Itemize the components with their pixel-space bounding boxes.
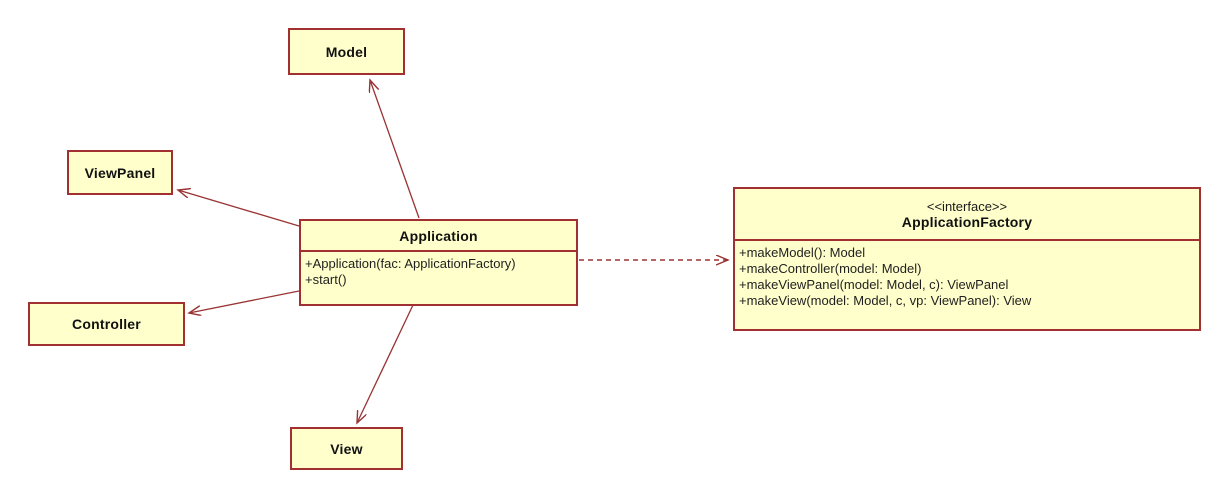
class-name-view: View <box>330 440 363 457</box>
application-title-compartment: Application <box>301 221 576 250</box>
arrow-application-to-model <box>370 80 420 219</box>
class-box-application[interactable]: Application +Application(fac: Applicatio… <box>299 219 578 306</box>
application-methods-compartment: +Application(fac: ApplicationFactory) +s… <box>301 250 576 290</box>
arrow-application-to-view <box>357 304 414 423</box>
class-box-model[interactable]: Model <box>288 28 405 75</box>
class-name-viewpanel: ViewPanel <box>84 164 156 181</box>
class-box-view[interactable]: View <box>290 427 403 470</box>
method-makecontroller: +makeController(model: Model) <box>739 261 922 276</box>
method-makeview: +makeView(model: Model, c, vp: ViewPanel… <box>739 293 1032 308</box>
method-application-start: +start() <box>305 272 347 287</box>
method-makemodel: +makeModel(): Model <box>739 245 866 260</box>
class-name-application: Application <box>399 227 478 244</box>
arrow-application-to-viewpanel <box>178 190 300 227</box>
method-makeviewpanel: +makeViewPanel(model: Model, c): ViewPan… <box>739 277 1009 292</box>
class-name-controller: Controller <box>72 316 141 332</box>
class-name-applicationfactory: ApplicationFactory <box>901 213 1033 230</box>
arrow-application-to-controller <box>189 290 300 313</box>
class-box-controller[interactable]: Controller <box>28 302 185 346</box>
factory-title-compartment: <<interface>> ApplicationFactory <box>735 189 1199 239</box>
class-box-applicationfactory[interactable]: <<interface>> ApplicationFactory +makeMo… <box>733 187 1201 331</box>
interface-stereotype-label: <<interface>> <box>926 198 1008 214</box>
class-name-model: Model <box>325 43 368 60</box>
class-box-viewpanel[interactable]: ViewPanel <box>67 150 173 195</box>
method-application-constructor: +Application(fac: ApplicationFactory) <box>305 256 516 271</box>
factory-methods-compartment: +makeModel(): Model +makeController(mode… <box>735 239 1199 311</box>
